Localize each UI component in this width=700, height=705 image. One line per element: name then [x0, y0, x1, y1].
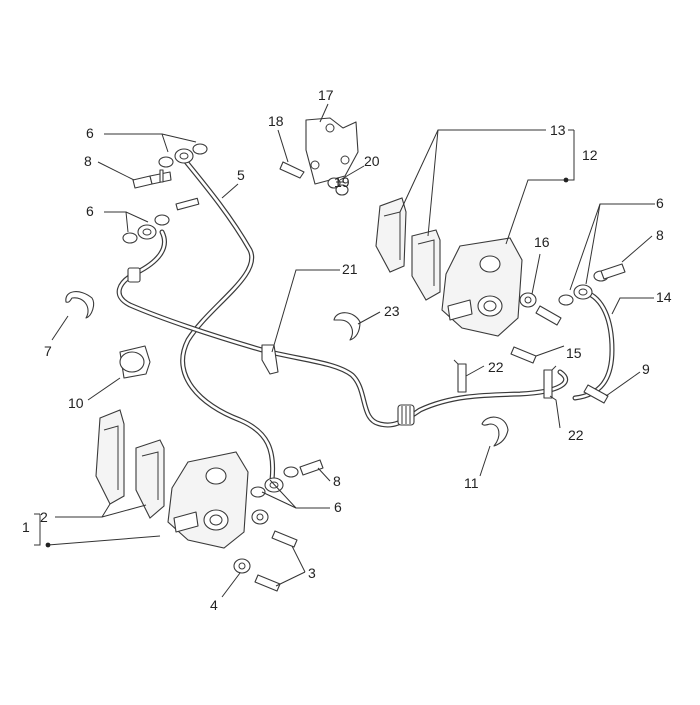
banjo-bolt-8-right	[600, 263, 626, 280]
callout-6-mid-left: 6	[86, 203, 94, 219]
callout-8-bottom: 8	[333, 473, 341, 489]
reference-dot-12	[563, 177, 569, 183]
caliper-right	[441, 237, 523, 337]
callout-23: 23	[384, 303, 400, 319]
callout-4: 4	[210, 597, 218, 613]
hose-clamp-left	[127, 267, 141, 283]
brake-hose-main	[116, 229, 569, 428]
brake-pad-left-1	[95, 409, 125, 505]
washer-right-caliper	[519, 292, 537, 308]
brake-hoses	[116, 155, 615, 483]
hose-clamp-center	[397, 404, 415, 426]
banjo-bolt-8-bottom	[299, 459, 324, 476]
clip-11	[481, 416, 509, 447]
callout-6-right: 6	[656, 195, 664, 211]
washer-4	[233, 509, 269, 574]
bracket-17	[305, 117, 359, 185]
leader-lines	[34, 103, 655, 598]
hose-guide-21	[261, 344, 279, 375]
callout-12: 12	[582, 147, 598, 163]
callout-16: 16	[534, 234, 550, 250]
callout-14: 14	[656, 289, 672, 305]
callout-18: 18	[268, 113, 284, 129]
callout-21: 21	[342, 261, 358, 277]
washers-top-left	[158, 143, 208, 168]
clip-22-right	[543, 365, 557, 399]
bolts-15-16	[510, 305, 562, 364]
callout-19: 19	[334, 174, 350, 190]
callout-7: 7	[44, 343, 52, 359]
bolt-18	[279, 161, 305, 179]
bolt-9	[583, 384, 609, 404]
caliper-left	[167, 451, 249, 549]
bolts-3	[254, 530, 298, 592]
callout-6-top-left: 6	[86, 125, 94, 141]
callout-22-lower: 22	[568, 427, 584, 443]
callout-6-bottom: 6	[334, 499, 342, 515]
callout-8-top-left: 8	[84, 153, 92, 169]
callout-5: 5	[237, 167, 245, 183]
callout-20: 20	[364, 153, 380, 169]
callout-13: 13	[550, 122, 566, 138]
callout-1: 1	[22, 519, 30, 535]
callout-17: 17	[318, 87, 334, 103]
bleed-screw	[175, 197, 200, 211]
callout-8-right: 8	[656, 227, 664, 243]
brake-pad-left-2	[135, 439, 165, 519]
callout-22-upper: 22	[488, 359, 504, 375]
washers-mid-left	[122, 214, 170, 244]
callout-3: 3	[308, 565, 316, 581]
banjo-bolt-8-top	[132, 169, 172, 189]
reference-dot-1	[45, 542, 51, 548]
callout-9: 9	[642, 361, 650, 377]
callout-10: 10	[68, 395, 84, 411]
reference-dots	[45, 177, 569, 548]
brake-hose-5	[180, 155, 276, 483]
brake-pad-right-2	[411, 229, 441, 301]
callout-15: 15	[566, 345, 582, 361]
clamp-10	[119, 345, 151, 379]
nut-19-20	[327, 177, 349, 196]
clip-22-left	[453, 359, 467, 393]
clip-7	[65, 291, 95, 319]
callout-labels: 1 2 3 4 5 6 6 6 6 7 8 8 8 9 10 11 12 13 …	[22, 87, 672, 613]
callout-2: 2	[40, 509, 48, 525]
clip-23	[333, 312, 361, 341]
callout-11: 11	[464, 475, 479, 491]
